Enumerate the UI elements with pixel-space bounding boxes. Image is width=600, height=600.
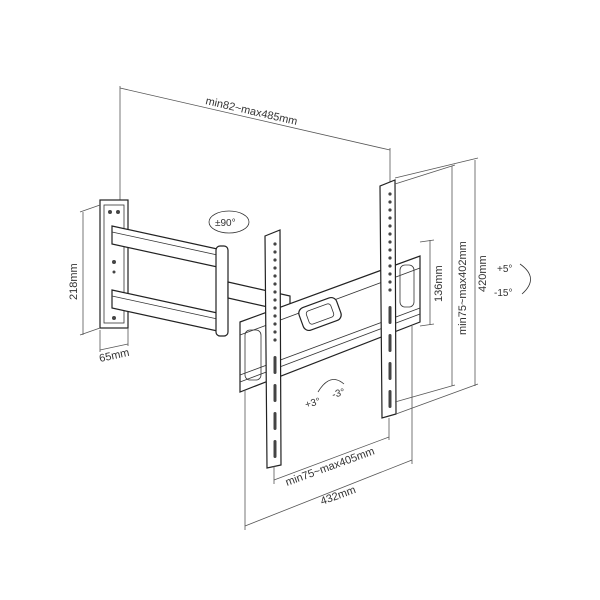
mounting-hole bbox=[388, 232, 392, 236]
wall-plate-depth-dimension: 65mm bbox=[98, 328, 131, 365]
mounting-hole bbox=[273, 274, 277, 278]
mounting-hole bbox=[273, 306, 277, 310]
mounting-hole bbox=[388, 192, 392, 196]
rail-height-dimension: 136mm bbox=[419, 239, 445, 327]
tilt-up-label: +5° bbox=[497, 264, 512, 275]
mounting-hole bbox=[388, 280, 392, 284]
right-vertical-bracket bbox=[379, 179, 397, 419]
mounting-hole bbox=[388, 200, 392, 204]
vertical-hole-spacing-label: min75~max402mm bbox=[457, 241, 469, 335]
wall-plate-height-label: 218mm bbox=[68, 263, 80, 300]
level-minus-label: -3° bbox=[331, 387, 346, 401]
tilt-indicator: +5° -15° bbox=[494, 263, 531, 299]
swivel-indicator: ±90° bbox=[208, 210, 250, 234]
level-plus-label: +3° bbox=[304, 396, 322, 411]
extension-label: min82~max485mm bbox=[204, 95, 298, 128]
mounting-hole bbox=[273, 242, 277, 246]
mounting-hole bbox=[388, 224, 392, 228]
bracket-height-label: 420mm bbox=[477, 255, 489, 292]
mounting-slot bbox=[273, 356, 277, 374]
mounting-hole bbox=[388, 264, 392, 268]
mounting-hole bbox=[388, 288, 392, 292]
mounting-hole bbox=[273, 266, 277, 270]
level-indicator: +3° -3° bbox=[304, 379, 346, 411]
horizontal-hole-spacing-label: min75~max405mm bbox=[284, 445, 376, 488]
mounting-slot bbox=[388, 306, 392, 324]
mounting-hole bbox=[388, 256, 392, 260]
mounting-hole bbox=[388, 216, 392, 220]
mounting-hole bbox=[273, 250, 277, 254]
extension-dimension: min82~max485mm bbox=[119, 86, 391, 200]
swivel-label: ±90° bbox=[215, 218, 236, 229]
mounting-hole bbox=[273, 298, 277, 302]
mounting-hole bbox=[273, 314, 277, 318]
mounting-hole bbox=[388, 272, 392, 276]
mounting-hole bbox=[388, 240, 392, 244]
mounting-slot bbox=[388, 362, 392, 380]
wall-plate-height-dimension: 218mm bbox=[68, 204, 101, 336]
bracket-height-dimension: 420mm bbox=[394, 157, 489, 415]
mounting-hole bbox=[273, 322, 277, 326]
mounting-hole bbox=[273, 258, 277, 262]
overall-width-label: 432mm bbox=[319, 484, 358, 508]
mounting-hole bbox=[273, 290, 277, 294]
horizontal-hole-spacing-dimension: min75~max405mm bbox=[273, 418, 390, 489]
left-vertical-bracket bbox=[264, 229, 282, 469]
mounting-slot bbox=[273, 440, 277, 458]
rail-height-label: 136mm bbox=[433, 265, 445, 302]
mounting-slot bbox=[273, 412, 277, 430]
mounting-hole bbox=[273, 338, 277, 342]
mounting-slot bbox=[388, 334, 392, 352]
mounting-hole bbox=[388, 248, 392, 252]
tilt-down-label: -15° bbox=[494, 288, 512, 299]
mounting-slot bbox=[388, 390, 392, 408]
vertical-hole-spacing-dimension: min75~max402mm bbox=[394, 164, 469, 403]
mounting-hole bbox=[273, 330, 277, 334]
mounting-hole bbox=[388, 208, 392, 212]
mounting-slot bbox=[273, 384, 277, 402]
mounting-hole bbox=[273, 282, 277, 286]
